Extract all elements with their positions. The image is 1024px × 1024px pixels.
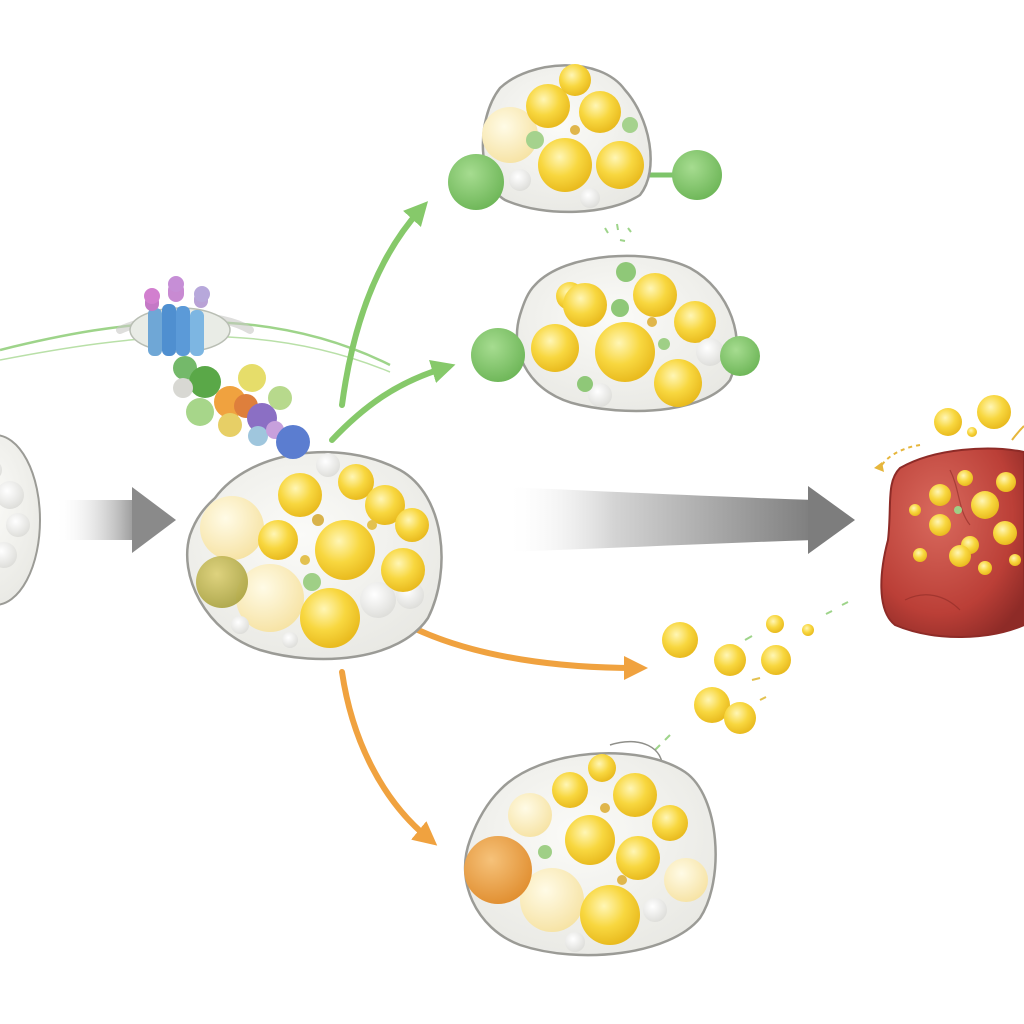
central-adipocyte: [185, 450, 443, 661]
green-branch-adipocyte-middle: [471, 254, 760, 413]
receptor-icon: [129, 276, 231, 356]
released-lipid-droplets: [654, 601, 849, 751]
partial-cell-left: [0, 434, 41, 606]
green-arrow-top: [339, 201, 429, 408]
gray-arrow-to-liver: [505, 486, 855, 554]
gray-arrow-small: [55, 487, 176, 553]
liver-icon: [880, 447, 1024, 638]
orange-branch-adipocyte-bottom: [463, 740, 717, 957]
signaling-complex-icon: [173, 356, 310, 459]
green-branch-adipocyte-top: [448, 64, 722, 214]
droplets-entering-liver: [874, 395, 1024, 472]
green-dashes: [604, 223, 632, 242]
orange-arrow-down: [339, 669, 438, 846]
green-arrow-middle: [329, 360, 456, 443]
orange-arrow-right: [415, 627, 648, 680]
